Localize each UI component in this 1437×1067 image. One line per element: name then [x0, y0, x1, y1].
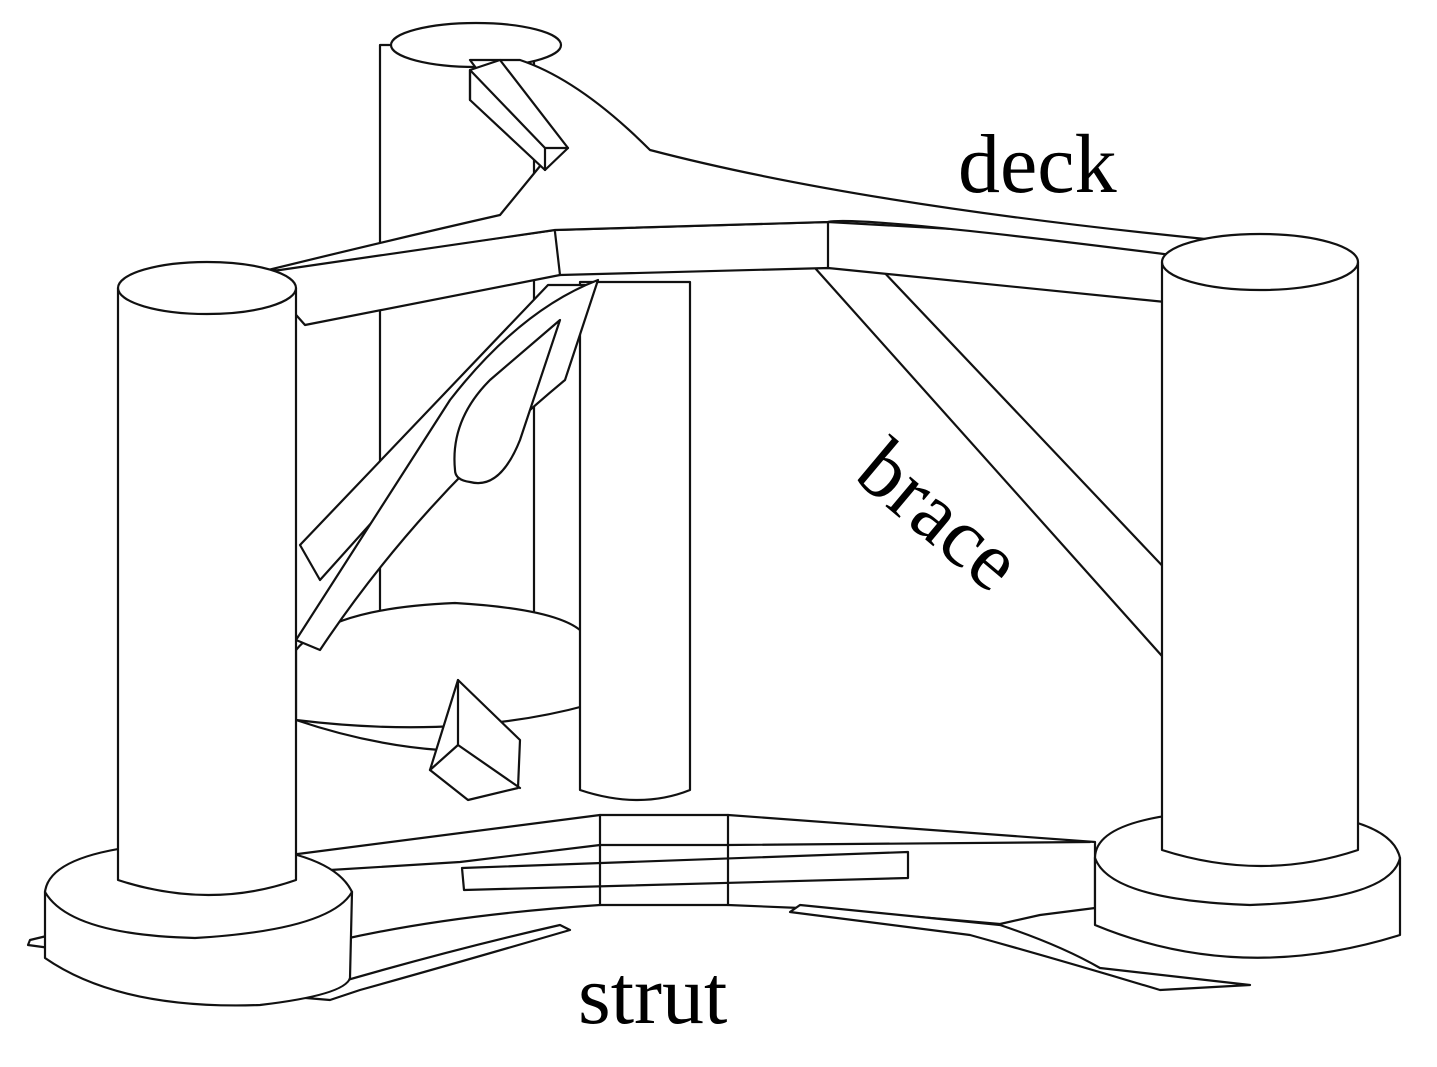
left-column: [43, 260, 354, 1007]
strut-label: strut: [578, 949, 727, 1042]
center-column: [578, 280, 692, 802]
braces: [294, 266, 1192, 667]
right-column: [1093, 232, 1402, 959]
deck-label: deck: [958, 118, 1117, 211]
